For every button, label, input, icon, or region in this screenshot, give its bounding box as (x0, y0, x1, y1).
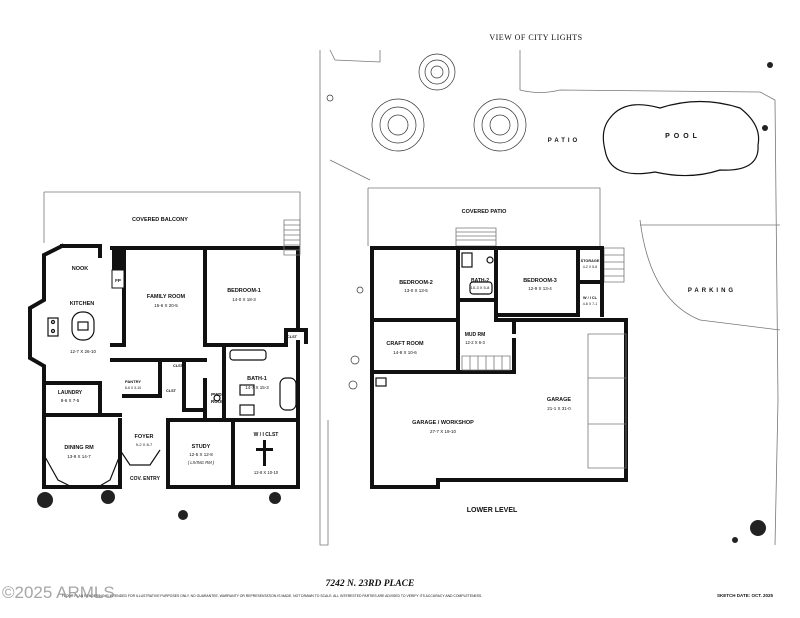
bay-window (43, 454, 73, 488)
study-dim: 12-5 X 12-8 (189, 452, 213, 457)
nook-label: NOOK (72, 266, 89, 272)
covered-entry-label: COV. ENTRY (130, 476, 161, 482)
bath-2-dim: 10-3 X 5-8 (471, 285, 490, 290)
garage-door (587, 333, 627, 469)
outdoor-stairs (603, 247, 625, 283)
disclaimer: FLOOR PLAN RENDERING IS INTENDED FOR ILL… (62, 594, 483, 598)
storage-label: STORAGE (581, 259, 600, 263)
covered-balcony-label: COVERED BALCONY (132, 217, 188, 223)
lower-level-walls (370, 246, 628, 489)
sketch-date: SKETCH DATE: OCT. 2025 (717, 593, 773, 598)
powder-room-label: ROOM (211, 399, 225, 404)
bedroom-2-label: BEDROOM-2 (399, 280, 433, 286)
bedroom-1-dim: 14-0 X 18-3 (232, 297, 256, 302)
balcony-stairs (283, 219, 301, 256)
fireplace-hearth (111, 269, 125, 289)
sink-icon (375, 377, 387, 387)
kitchen-island (71, 311, 95, 341)
kitchen-dim: 12-7 X 26-10 (70, 349, 97, 354)
patio-stairs (455, 227, 497, 247)
mud-room-dim: 12-2 X 6-3 (465, 340, 485, 345)
watermark: ©2025 ARMLS (2, 583, 115, 602)
covered-patio (367, 187, 601, 246)
storage-dim: 4-2 X 5-6 (583, 265, 597, 269)
powder-room-label: PWDR (211, 392, 225, 397)
fireplace-label: FP (115, 278, 121, 283)
craft-room-label: CRAFT ROOM (386, 341, 424, 347)
parking-label: PARKING (688, 288, 736, 294)
sink-icon (77, 321, 89, 331)
laundry-label: LAUNDRY (58, 390, 83, 396)
wic-dim: 4-6 X 7-1 (583, 302, 597, 306)
study-note: ( LIVING RM ) (188, 460, 215, 465)
patio-label: PATIO (548, 138, 580, 144)
closet-label: CLST (287, 335, 298, 339)
view-label: VIEW OF CITY LIGHTS (489, 33, 582, 42)
laundry-dim: 8-6 X 7-5 (61, 398, 80, 403)
bath-2-fixtures (461, 252, 494, 295)
garage-label: GARAGE (547, 397, 571, 403)
pantry-dim: 8-6 X 3-10 (125, 386, 141, 390)
family-room-label: FAMILY ROOM (147, 294, 186, 300)
dining-room-label: DINING RM (64, 445, 94, 451)
closet-label: CLST (173, 364, 184, 368)
mud-room-label: MUD RM (465, 332, 486, 338)
dining-room-dim: 13-9 X 14-7 (67, 454, 91, 459)
pool (602, 100, 760, 177)
kitchen-label: KITCHEN (70, 301, 94, 307)
address-title: 7242 N. 23RD PLACE (326, 579, 415, 589)
foyer-dim: 9-2 X 8-7 (136, 442, 153, 447)
stove-icon (47, 317, 59, 337)
bathtub-icon (213, 349, 297, 416)
pool-label: POOL (665, 133, 701, 140)
entry-bay (119, 449, 161, 466)
garage-dim: 21-1 X 31-0 (547, 406, 571, 411)
pantry-label: PANTRY (125, 379, 141, 384)
bedroom-3-label: BEDROOM-3 (523, 278, 557, 284)
study-label: STUDY (192, 444, 211, 450)
covered-patio-label: COVERED PATIO (462, 209, 507, 215)
fireplace (112, 250, 124, 270)
wic-shelves (256, 440, 273, 466)
wic-label: W / I CLST (254, 432, 279, 438)
workshop-label: GARAGE / WORKSHOP (412, 420, 474, 426)
workshop-dim: 27-7 X 19-10 (430, 429, 457, 434)
wic-label: W / I CL (583, 296, 598, 300)
bath-1-dim: 14-7 X 15-3 (245, 385, 269, 390)
lower-level-label: LOWER LEVEL (467, 507, 518, 514)
bay-window (97, 454, 121, 488)
closet-label: CLST (166, 389, 177, 393)
bedroom-1-label: BEDROOM-1 (227, 288, 261, 294)
bath-2-label: BATH-2 (471, 278, 489, 284)
bedroom-2-dim: 13-0 X 13-5 (404, 288, 428, 293)
bedroom-3-dim: 12-9 X 13-4 (528, 286, 552, 291)
bath-1-label: BATH-1 (247, 376, 267, 382)
mudroom-stairs (461, 355, 511, 371)
foyer-label: FOYER (135, 434, 154, 440)
wic-dim: 12-8 X 10-10 (254, 470, 279, 475)
shrub-icon (37, 62, 773, 543)
craft-room-dim: 14-8 X 10-6 (393, 350, 417, 355)
family-room-dim: 15-6 X 20-5 (154, 303, 178, 308)
tree-icon (326, 53, 527, 390)
main-level-walls (28, 243, 308, 489)
site-outline (319, 49, 781, 546)
